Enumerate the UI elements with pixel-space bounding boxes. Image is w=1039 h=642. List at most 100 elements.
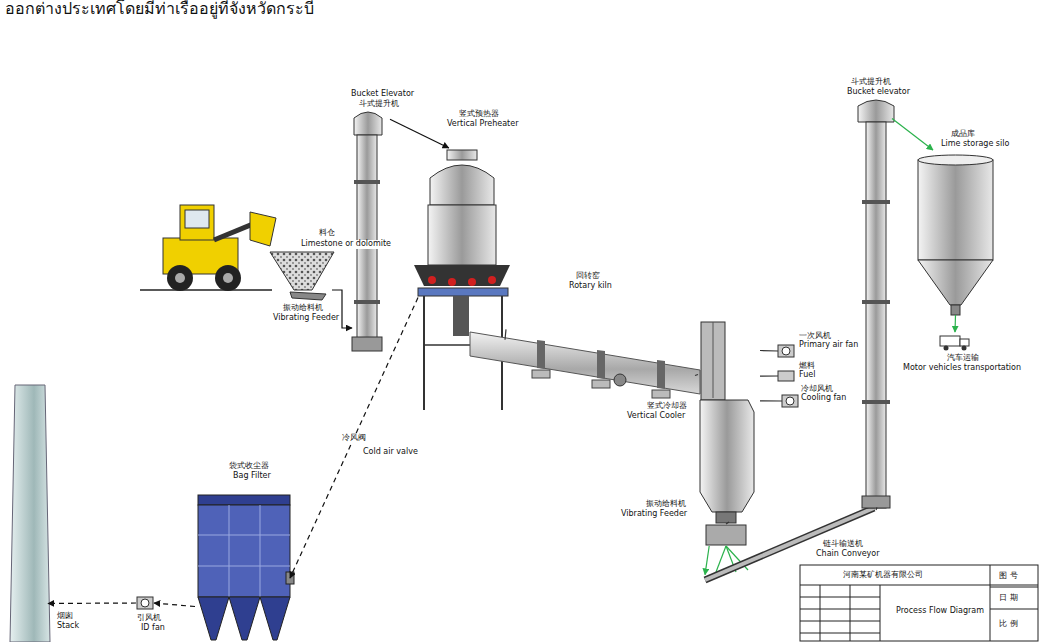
wheel-loader (140, 205, 276, 291)
equipment-label: Vibrating Feeder (272, 314, 340, 323)
equipment-label: Bag Filter (232, 472, 272, 481)
equipment-label: 袋式收尘器 (228, 462, 270, 471)
rotary-kiln (470, 332, 700, 394)
equipment-label: Lime storage silo (940, 140, 1010, 149)
vibrating-feeder: 振动给料机Vibrating Feeder (705, 524, 747, 546)
bucket-elevator-1 (352, 337, 382, 351)
equipment-label: 河南某矿机器有限公司 (842, 571, 924, 580)
rotary-kiln (614, 374, 626, 386)
vertical-preheater (448, 278, 456, 286)
title-block-grid (800, 621, 880, 622)
rotary-kiln (592, 380, 610, 388)
equipment-label: 回转窑 (575, 272, 601, 281)
bucket-elevator: 斗式提升机Bucket elevator (860, 98, 892, 510)
equipment-label: Vibrating Feeder (620, 510, 688, 519)
title-block-grid (800, 633, 880, 634)
flow-connector (726, 522, 729, 524)
equipment-label: 斗式提升机 (358, 100, 400, 109)
chain-conveyor (705, 508, 874, 580)
chimney-stack: 烟囱Stack (12, 385, 48, 642)
equipment-label: 振动给料机 (645, 500, 687, 509)
fan-icons (778, 345, 794, 357)
truck-icon (962, 346, 967, 351)
equipment-label: Process Flow Diagram (895, 607, 985, 616)
fan-icons (782, 395, 798, 407)
bucket-elevator-1 (352, 112, 382, 351)
vibrating-feeder: 振动给料机Vibrating Feeder (270, 250, 332, 300)
table-cell: 图 号 (998, 572, 1019, 581)
rotary-kiln (657, 360, 665, 389)
lime-storage-silo (918, 160, 993, 260)
equipment-label: Vertical Preheater (446, 120, 519, 129)
equipment-label: 成品库 (950, 130, 976, 139)
title-block-grid (990, 609, 1038, 610)
vertical-cooler (713, 322, 714, 398)
feed-hopper (290, 292, 326, 300)
truck: 汽车运输Motor vehicles transportation (940, 332, 970, 350)
equipment-label: 烟囱 (56, 612, 74, 621)
vertical-preheater (468, 278, 476, 286)
equipment-label: Vertical Cooler (626, 412, 686, 421)
rotary-kiln (537, 340, 545, 369)
bag-filter (260, 505, 261, 597)
equipment-label: ID fan (140, 624, 166, 633)
wheel-loader (215, 265, 241, 291)
lime-storage-silo (918, 155, 993, 165)
rotary-kiln (652, 390, 670, 398)
fan-icons (778, 371, 794, 381)
equipment-label: Cooling fan (800, 394, 847, 403)
equipment-label: 汽车运输 (946, 354, 980, 363)
equipment-label: 链斗输送机 (822, 540, 864, 549)
wheel-loader (185, 210, 209, 228)
equipment-label: Bucket elevator (846, 88, 911, 97)
bucket-elevator-1 (354, 300, 380, 304)
chain-conveyor (705, 508, 874, 580)
equipment-label: 斗式提升机 (850, 78, 892, 87)
truck-icon (960, 339, 969, 346)
title-block-grid (800, 585, 1038, 586)
equipment-label: Primary air fan (798, 341, 859, 350)
equipment-label: 冷却风机 (800, 385, 834, 394)
vertical-cooler (701, 322, 725, 400)
truck-icon (944, 346, 949, 351)
flow-connector (290, 298, 418, 578)
vertical-preheater (414, 265, 510, 286)
flow-connector (705, 546, 709, 575)
bucket-elevator-2 (862, 496, 890, 508)
table-cell: 日 期 (998, 594, 1019, 603)
bucket-elevator-2 (862, 300, 890, 304)
bucket-elevator-2 (858, 100, 894, 122)
vertical-cooler: 竖式冷却器Vertical Cooler (698, 320, 760, 522)
title-block-grid (800, 565, 1038, 641)
rotary-kiln (532, 370, 550, 378)
wheel-loader (140, 289, 272, 291)
lime-storage-silo (951, 305, 960, 315)
truck-icon (940, 336, 969, 351)
flow-connector (760, 350, 778, 352)
vertical-preheater (488, 276, 496, 284)
wheel-loader (175, 273, 185, 283)
chain-conveyor (705, 508, 874, 580)
flow-connector (48, 602, 136, 604)
wheel-loader (223, 273, 233, 283)
bag-filter (198, 495, 290, 505)
material-label: 料仓 (318, 229, 336, 238)
fan-icons (786, 397, 794, 405)
id-fan-icon (137, 597, 153, 609)
lime-storage-silo: 成品库Lime storage silo (918, 150, 993, 315)
wheel-loader (250, 212, 276, 246)
flow-connector (390, 119, 449, 148)
rotary-kiln (597, 350, 605, 379)
vertical-cooler (716, 512, 736, 523)
id-fan-icon (141, 599, 149, 607)
chimney-stack (10, 385, 50, 642)
equipment-label: Chain Conveyor (815, 550, 881, 559)
equipment-label: 燃料 (798, 362, 816, 371)
equipment-label: 振动给料机 (282, 304, 324, 313)
equipment-label: 竖式预热器 (458, 110, 500, 119)
bag-filter (198, 495, 294, 640)
equipment-label: Bucket Elevator (350, 90, 415, 99)
title-block-grid (850, 585, 851, 641)
cooling-fan: 冷却风机Cooling fan (782, 394, 798, 408)
vibrating-feeder-2 (706, 525, 746, 545)
